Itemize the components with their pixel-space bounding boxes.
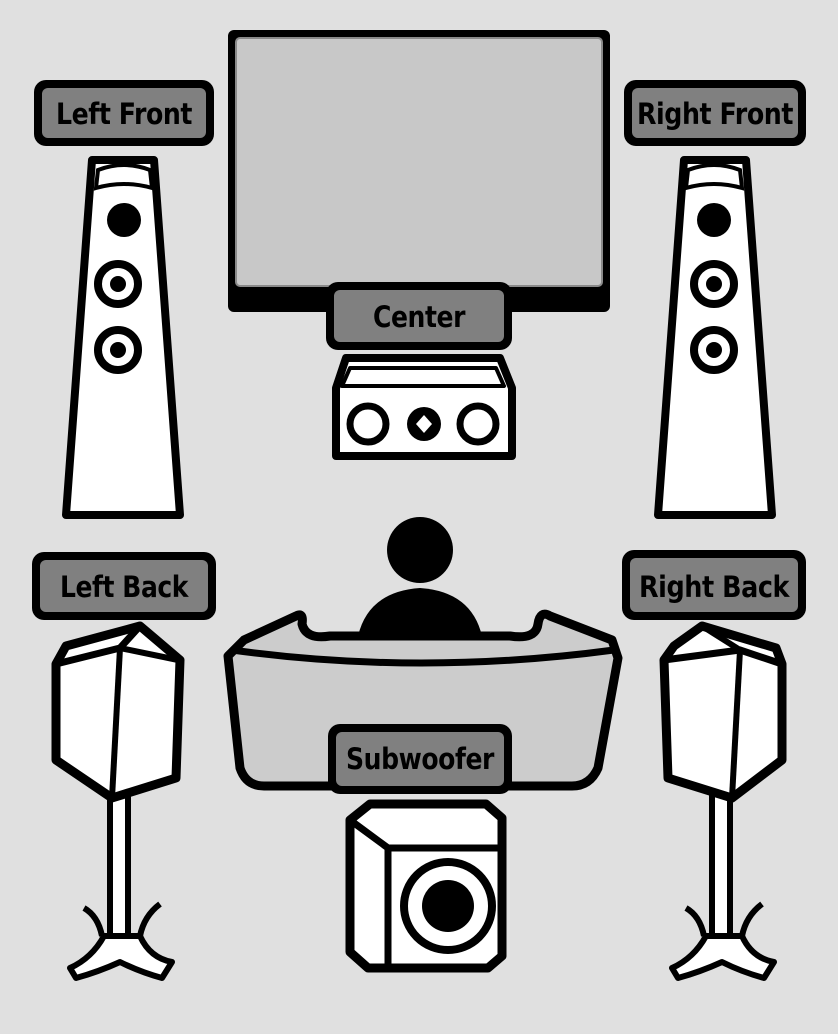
label-right-front: Right Front [624, 80, 806, 146]
right-front-speaker [654, 156, 776, 519]
couch [223, 609, 623, 791]
left-front-speaker [62, 156, 184, 519]
tweeter-icon [107, 203, 141, 237]
label-text: Left Back [60, 570, 189, 604]
left-back-speaker [51, 621, 185, 981]
label-text: Center [373, 300, 466, 334]
label-left-front: Left Front [34, 80, 214, 146]
label-right-back: Right Back [622, 550, 806, 620]
tweeter-icon [697, 203, 731, 237]
label-left-back: Left Back [32, 552, 216, 620]
label-text: Left Front [56, 97, 193, 131]
woofer-icon [346, 402, 390, 446]
label-center: Center [326, 282, 512, 350]
right-back-speaker [659, 621, 787, 981]
subwoofer-speaker [345, 799, 507, 973]
center-speaker [332, 354, 516, 460]
label-text: Subwoofer [346, 742, 495, 776]
label-text: Right Back [639, 570, 790, 604]
label-text: Right Front [637, 97, 794, 131]
woofer-icon [456, 402, 500, 446]
tv-screen [228, 30, 610, 312]
label-subwoofer: Subwoofer [328, 724, 512, 794]
listener-icon [356, 517, 484, 648]
